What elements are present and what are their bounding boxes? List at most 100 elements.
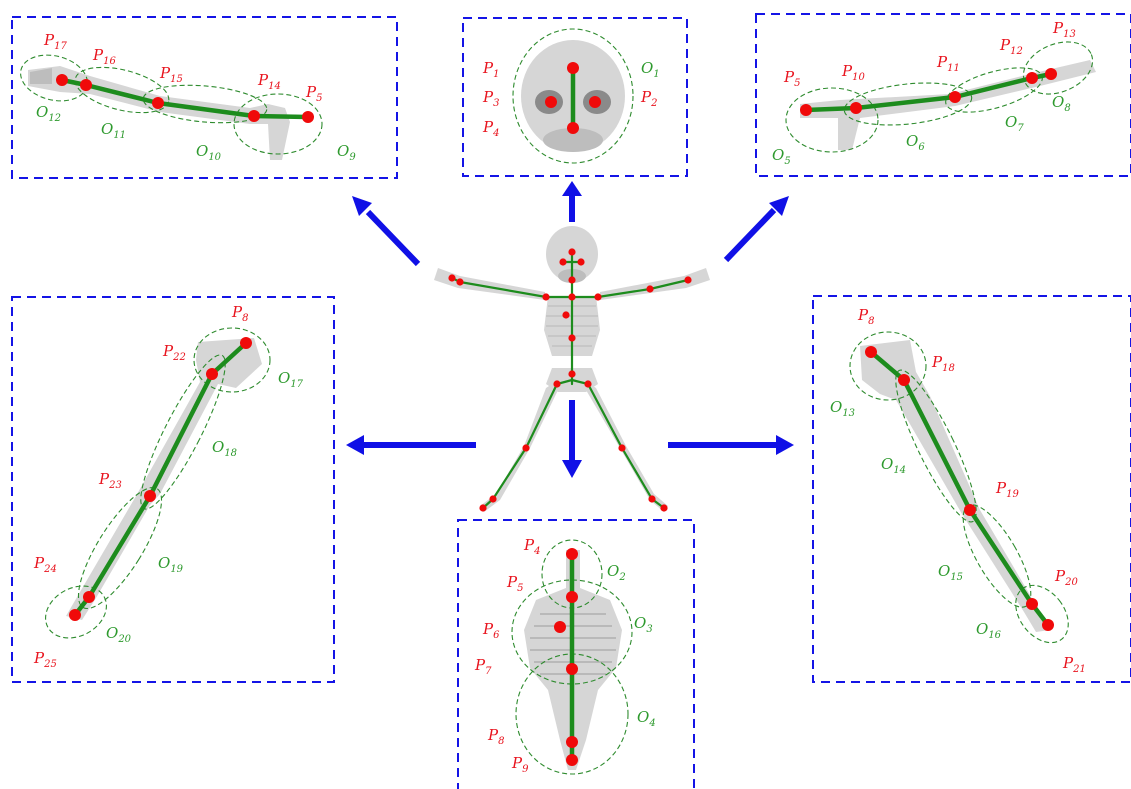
point-label: P23 [98, 470, 122, 491]
point-label: P16 [92, 46, 116, 67]
joint [594, 293, 602, 301]
joint [898, 374, 910, 386]
region-label: O10 [196, 142, 222, 163]
joint [1026, 72, 1038, 84]
point-label: P5 [506, 573, 523, 594]
panel-right-arm-border [755, 13, 1131, 177]
joint [584, 380, 592, 388]
joint [152, 97, 164, 109]
joint [568, 370, 576, 378]
region-ellipse [142, 84, 268, 124]
joint [69, 609, 81, 621]
arrow-left [346, 435, 476, 455]
region-label: O13 [830, 398, 855, 419]
joint [562, 311, 570, 319]
joint [577, 258, 585, 266]
region-ellipse [45, 585, 107, 639]
point-label: P8 [231, 303, 248, 324]
point-label: P20 [1054, 567, 1078, 588]
panel-right-leg-border [812, 295, 1131, 683]
panel-right-leg: P8 P18 O13 O14 P19 O15 P20 O16 P21 [812, 295, 1131, 683]
point-label: P18 [931, 353, 955, 374]
joint [589, 96, 601, 108]
joint [248, 110, 260, 122]
point-label: P1 [482, 59, 499, 80]
region-ellipse [74, 66, 170, 114]
joint [567, 62, 579, 74]
point-label: P6 [482, 620, 500, 641]
joint [559, 258, 567, 266]
region-label: O16 [976, 620, 1002, 641]
region-ellipse [785, 87, 879, 153]
region-label: O15 [938, 562, 963, 583]
joint [684, 276, 692, 284]
joint [850, 102, 862, 114]
region-label: O11 [101, 120, 126, 141]
point-label: P3 [482, 88, 499, 109]
panel-torso: P4 P5 O2 P6 O3 P7 O4 P8 P9 [457, 519, 695, 789]
joint [553, 380, 561, 388]
point-label: P13 [1052, 19, 1076, 40]
joint [568, 334, 576, 342]
joint [865, 346, 877, 358]
region-ellipse [77, 486, 163, 610]
panel-left-leg-border [11, 296, 335, 683]
central-skeleton [434, 226, 710, 512]
panel-head: P1 P3 P4 O1 P2 [462, 17, 688, 177]
point-label: P10 [841, 62, 865, 83]
arrow-up [562, 181, 582, 222]
joint [566, 548, 578, 560]
joint [554, 621, 566, 633]
point-label: P17 [43, 31, 67, 52]
joint [648, 495, 656, 503]
joint [646, 285, 654, 293]
joint [566, 591, 578, 603]
arrow-up-left [352, 196, 421, 267]
panel-left-arm: P17 P16 P15 P14 P5 O12 O11 O10 O9 [11, 16, 398, 179]
panel-left-leg: P8 P22 O17 O18 P23 P24 O19 O20 P25 [11, 296, 335, 683]
region-ellipse [233, 93, 323, 155]
joint [568, 276, 576, 284]
point-label: P4 [523, 536, 540, 557]
region-label: O19 [158, 554, 184, 575]
region-label: O4 [637, 708, 656, 729]
joint [567, 122, 579, 134]
point-label: P8 [487, 726, 504, 747]
region-label: O3 [634, 614, 653, 635]
point-label: P15 [159, 64, 183, 85]
joint [80, 79, 92, 91]
joint [240, 337, 252, 349]
joint [1026, 598, 1038, 610]
joint [83, 591, 95, 603]
point-label: P25 [33, 649, 57, 670]
region-label: O8 [1052, 93, 1071, 114]
region-ellipse [512, 28, 634, 164]
panel-left-arm-border [11, 16, 398, 179]
region-ellipse [1015, 584, 1069, 644]
region-label: O7 [1005, 113, 1024, 134]
joint [489, 495, 497, 503]
joint [660, 504, 668, 512]
arrow-up-right [723, 196, 789, 263]
arrow-right [668, 435, 794, 455]
region-label: O5 [772, 146, 791, 167]
point-label: P8 [857, 306, 874, 327]
region-label: O17 [278, 369, 304, 390]
point-label: P5 [783, 68, 800, 89]
joint [206, 368, 218, 380]
joint [1045, 68, 1057, 80]
joint [964, 504, 976, 516]
point-label: P14 [257, 71, 281, 92]
arrows [346, 181, 794, 478]
region-label: O2 [607, 562, 626, 583]
region-ellipse [193, 327, 271, 393]
joint [542, 293, 550, 301]
point-label: P12 [999, 36, 1023, 57]
panel-head-border [462, 17, 688, 177]
joint [568, 248, 576, 256]
joint [949, 91, 961, 103]
joint [566, 663, 578, 675]
region-label: O1 [641, 59, 660, 80]
region-label: O12 [36, 103, 61, 124]
